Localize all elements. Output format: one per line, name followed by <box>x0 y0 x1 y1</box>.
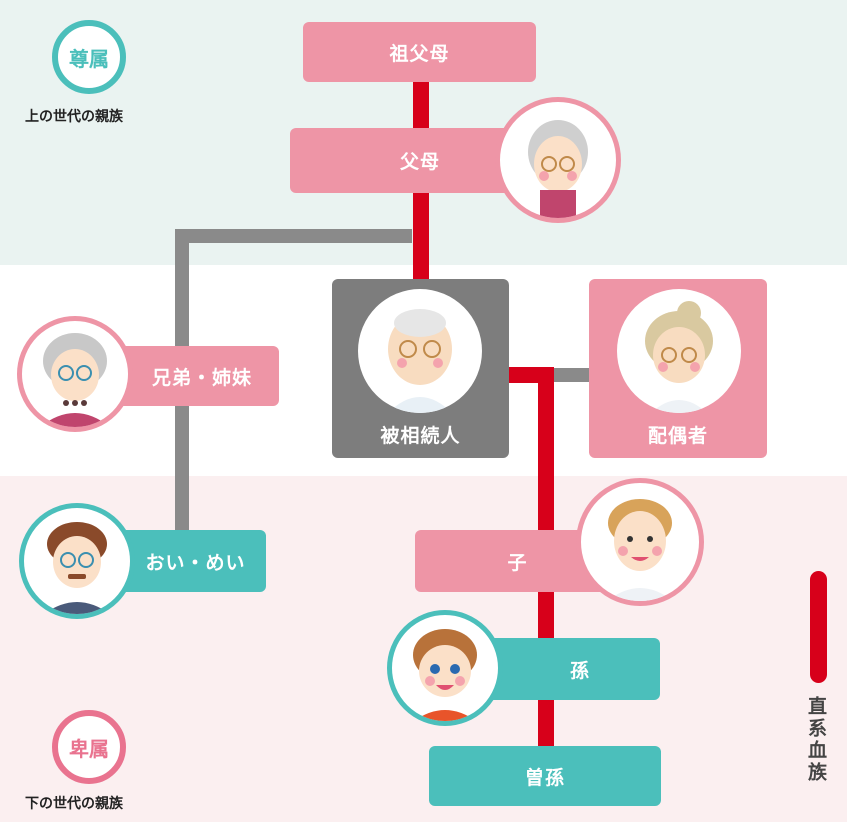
nephew-avatar <box>19 503 135 619</box>
grandmother-avatar <box>495 97 621 223</box>
grandchild-avatar <box>387 610 503 726</box>
ancestors-badge: 尊属 <box>52 20 126 94</box>
decedent-avatar <box>358 289 482 413</box>
sibling-avatar <box>17 316 133 432</box>
descendant-direct-line <box>508 367 554 760</box>
sibling-line <box>175 229 412 548</box>
great-grandchild-box: 曽孫 <box>429 746 661 806</box>
descendants-badge: 卑属 <box>52 710 126 784</box>
spouse-avatar <box>617 289 741 413</box>
ancestors-caption: 上の世代の親族 <box>25 109 123 125</box>
grandparents-box: 祖父母 <box>303 22 536 82</box>
direct-line-legend-bar <box>810 571 827 683</box>
direct-line-legend-label: 直系血族 <box>805 696 827 784</box>
child-avatar <box>576 478 704 606</box>
descendants-caption: 下の世代の親族 <box>25 796 123 812</box>
